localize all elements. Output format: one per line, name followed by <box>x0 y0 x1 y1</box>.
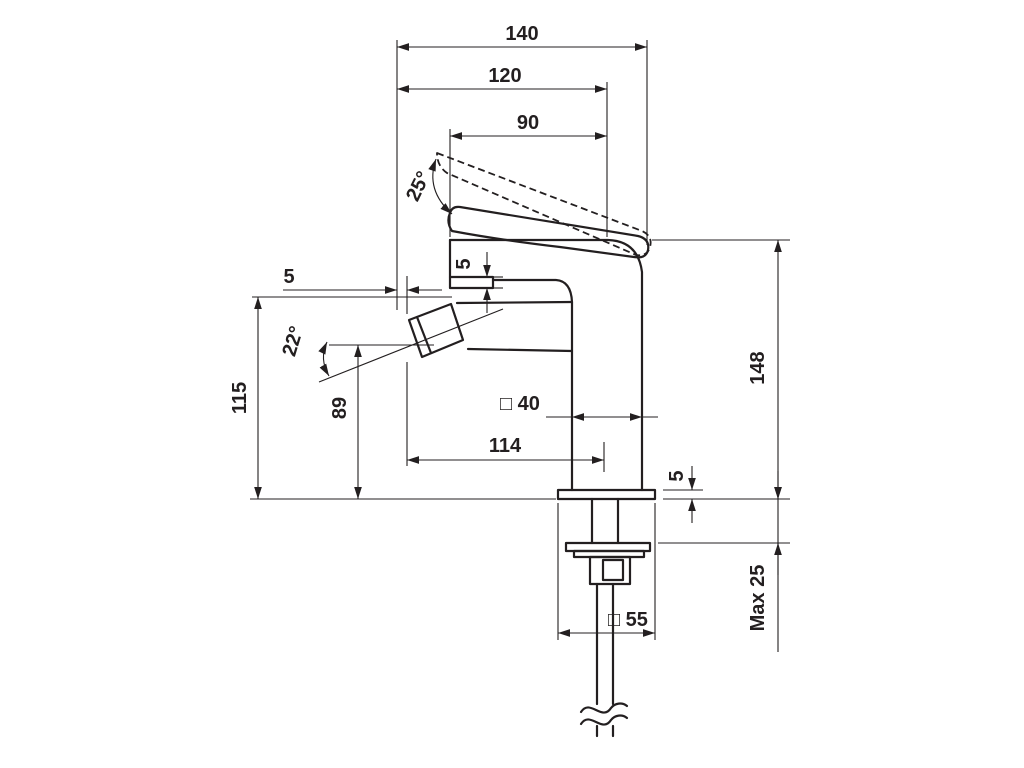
dim-40-label: □ 40 <box>500 393 540 415</box>
angle-22-arc <box>318 341 330 377</box>
mounting-shank <box>590 497 620 545</box>
dimension-115: 115 <box>229 297 262 499</box>
nozzle-top-edge <box>455 300 574 305</box>
angle-22: 22° <box>278 324 330 377</box>
angle-25: 25° <box>402 158 453 215</box>
dim-115-label: 115 <box>229 382 251 414</box>
spout-aerator <box>448 275 495 290</box>
dimension-extension-lines <box>250 40 790 640</box>
dim-5-spout-label: 5 <box>453 258 475 269</box>
mounting-nut-detail <box>601 558 625 582</box>
dimension-148: 148 <box>747 240 782 499</box>
dimension-120: 120 <box>397 65 607 93</box>
base-plate <box>556 488 657 501</box>
dim-148-label: 148 <box>747 351 769 384</box>
dimension-89: 89 <box>329 345 362 499</box>
dimension-40: □ 40 <box>500 393 658 421</box>
washer-2 <box>572 549 646 559</box>
dim-114-label: 114 <box>489 435 522 457</box>
nozzle-aerator <box>407 302 465 359</box>
dim-90-label: 90 <box>517 112 539 134</box>
body-top-right-edge <box>448 238 644 492</box>
dim-55-label: □ 55 <box>608 609 648 631</box>
dimension-5-right: 5 <box>666 466 696 523</box>
dim-120-label: 120 <box>488 65 521 87</box>
dimension-max-25: Max 25 <box>747 471 782 652</box>
dimension-55: □ 55 <box>558 609 655 637</box>
mounting-nut <box>588 555 632 586</box>
angle-22-label: 22° <box>278 324 308 359</box>
dim-89-label: 89 <box>329 397 351 419</box>
supply-pipe-stub <box>595 724 615 738</box>
ref-nozzle-axis <box>318 308 504 383</box>
supply-pipe <box>595 582 615 706</box>
dim-140-label: 140 <box>505 23 538 45</box>
lever-closed <box>447 205 650 259</box>
dim-5-left-label: 5 <box>283 266 294 288</box>
nozzle-aerator-detail <box>415 315 433 355</box>
dimension-114: 114 <box>407 435 604 464</box>
dimension-90: 90 <box>450 112 607 140</box>
dimension-5-spout: 5 <box>453 252 491 313</box>
nozzle-bottom-edge <box>466 347 574 353</box>
lever-closed-outline <box>447 205 650 259</box>
pipe-break-upper <box>579 702 629 714</box>
pipe-break-lower <box>579 714 629 726</box>
dim-5-right-label: 5 <box>666 470 688 481</box>
faucet-body <box>407 238 657 501</box>
body-front-edge <box>491 278 574 492</box>
angle-25-label: 25° <box>402 168 435 205</box>
angle-25-arc <box>428 158 453 215</box>
washer-1 <box>564 541 652 553</box>
dim-max25-label: Max 25 <box>747 565 769 632</box>
mounting-hardware <box>564 497 652 738</box>
dimension-5-left: 5 <box>283 266 442 294</box>
dimension-140: 140 <box>397 23 647 51</box>
